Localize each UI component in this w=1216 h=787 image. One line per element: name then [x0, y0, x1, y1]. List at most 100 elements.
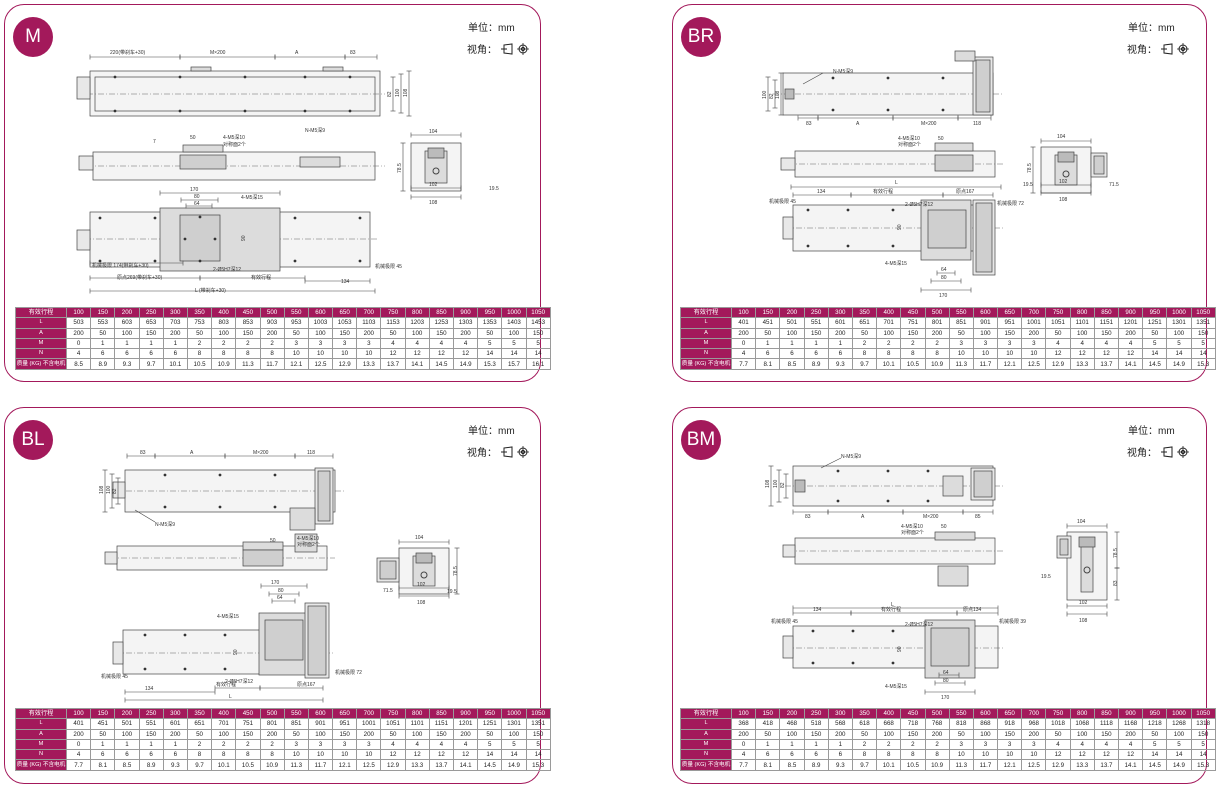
table-cell: 150 — [803, 327, 829, 339]
table-cell: 14 — [1166, 749, 1192, 761]
table-cell: 4 — [380, 738, 406, 751]
mounting-hole — [293, 259, 297, 263]
table-cell: 10 — [283, 749, 309, 761]
dimension-label: 134 — [145, 686, 154, 692]
projection-symbol-icon — [1161, 42, 1189, 55]
view-label-text: 视角： — [1127, 448, 1157, 459]
row-header: A — [15, 728, 67, 740]
stroke-cell: 1050 — [525, 306, 551, 319]
dimension-label: 机械极限 45 — [375, 263, 402, 270]
dimension-label: 220(带刹车+30) — [110, 49, 145, 56]
mounting-hole — [846, 244, 850, 248]
table-cell: 12 — [1069, 348, 1095, 360]
table-cell: 618 — [851, 718, 878, 730]
dimension-label: 90 — [897, 224, 903, 230]
table-cell: 1 — [779, 337, 805, 350]
table-cell: 6 — [755, 348, 781, 360]
table-cell: 8 — [186, 749, 213, 761]
table-cell: 4 — [1093, 337, 1120, 350]
table-cell: 8 — [211, 749, 237, 761]
table-cell: 668 — [876, 718, 902, 730]
mounting-hole — [163, 505, 167, 509]
table-cell: 6 — [827, 749, 853, 761]
dimension-label: 82 — [780, 482, 786, 488]
table-cell: 14.5 — [1142, 358, 1168, 370]
dimension-label: 64 — [943, 670, 949, 676]
table-cell: 653 — [138, 317, 164, 329]
mounting-hole — [113, 109, 117, 113]
table-cell: 6 — [827, 348, 853, 360]
table-cell: 14.5 — [428, 358, 455, 370]
table-cell: 1018 — [1045, 718, 1071, 730]
unit-label: 单位：mm — [1128, 426, 1175, 437]
table-cell: 10.1 — [211, 759, 237, 771]
mounting-hole — [836, 469, 840, 473]
table-cell: 50 — [90, 327, 116, 339]
table-cell: 1 — [827, 738, 853, 751]
end-view-shaft — [420, 571, 428, 579]
table-cell: 3 — [332, 337, 358, 350]
table-cell: 13.3 — [356, 358, 382, 370]
mounting-hole — [218, 505, 222, 509]
table-cell: 4 — [1117, 738, 1144, 751]
mounting-hole — [851, 629, 855, 633]
row-header: L — [15, 718, 67, 730]
table-cell: 5 — [477, 337, 503, 350]
table-cell: 14 — [1142, 749, 1168, 761]
mounting-hole — [941, 76, 945, 80]
table-cell: 3 — [307, 738, 334, 751]
mounting-hole — [806, 208, 810, 212]
table-cell: 12.5 — [1021, 759, 1047, 771]
table-cell: 14.1 — [1117, 358, 1144, 370]
table-cell: 14.9 — [1166, 759, 1192, 771]
dimension-label: 104 — [1057, 134, 1066, 140]
table-cell: 4 — [452, 337, 479, 350]
end-view-shaft — [432, 167, 440, 175]
table-cell: 401 — [65, 718, 92, 730]
dimension-label: A — [861, 514, 865, 520]
dimension-label: L — [229, 694, 232, 700]
dimension-label: 71.5 — [383, 588, 393, 594]
mounting-hole — [851, 661, 855, 665]
table-cell: 1353 — [477, 317, 503, 329]
actuator-top-view — [89, 70, 381, 117]
dimension-label: 100 — [395, 88, 401, 97]
end-view-motor-flange — [1078, 536, 1096, 548]
stroke-cell: 400 — [876, 707, 902, 720]
table-cell: 6 — [162, 348, 188, 360]
table-cell: 1301 — [1166, 317, 1192, 329]
row-header: M — [15, 337, 67, 350]
dimension-label: N-M5深9 — [833, 68, 853, 75]
table-cell: 200 — [1117, 728, 1144, 740]
dimension-label: 83 — [350, 50, 356, 56]
table-cell: 9.7 — [138, 358, 164, 370]
table-cell: 13.7 — [1093, 358, 1120, 370]
mounting-hole — [303, 75, 307, 79]
table-cell: 6 — [138, 749, 164, 761]
table-cell: 12 — [404, 348, 430, 360]
table-cell: 1101 — [404, 718, 430, 730]
table-cell: 4 — [380, 337, 406, 350]
mounting-hole — [886, 469, 890, 473]
table-cell: 1253 — [428, 317, 455, 329]
stroke-cell: 650 — [997, 707, 1023, 720]
table-cell: 8 — [876, 749, 902, 761]
table-cell: 150 — [1093, 327, 1120, 339]
table-cell: 8.5 — [114, 759, 140, 771]
dimension-label: 4-M5深15 — [885, 683, 907, 690]
stroke-cell: 1000 — [1166, 306, 1192, 319]
carriage-block — [179, 154, 227, 170]
dimension-label: 83 — [805, 514, 811, 520]
table-cell: 14.5 — [477, 759, 503, 771]
dimension-label: 134 — [341, 279, 350, 285]
table-cell: 1 — [90, 738, 116, 751]
stroke-cell: 800 — [404, 707, 430, 720]
table-cell: 9.3 — [114, 358, 140, 370]
dimension-label: 102 — [417, 582, 426, 588]
table-cell: 12 — [452, 749, 479, 761]
table-cell: 200 — [1117, 327, 1144, 339]
